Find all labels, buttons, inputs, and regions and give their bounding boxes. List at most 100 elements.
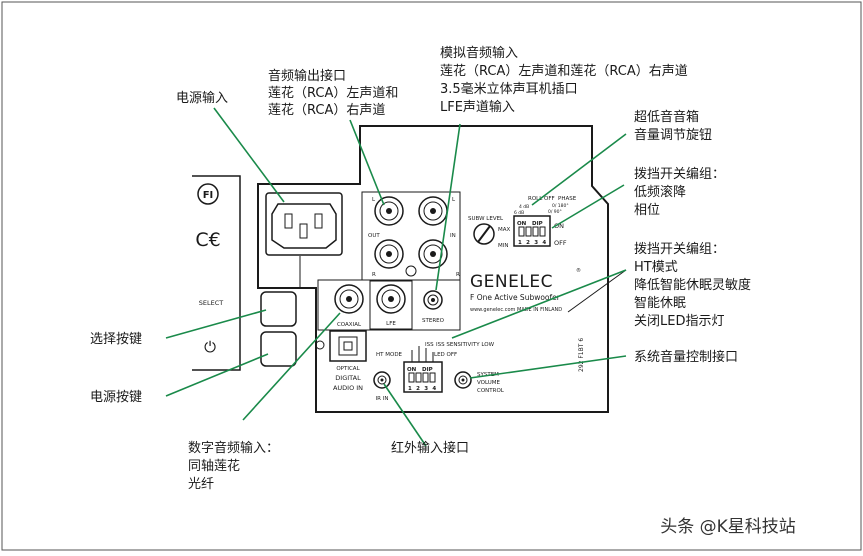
dip2-leader-ticks [411,346,434,362]
brand-registered-mark: ® [576,267,581,274]
rca-out-left[interactable] [374,196,404,226]
roll-off-label: ROLL OFF [528,196,555,202]
serial-number: 292 F1BT 6 [578,338,585,372]
callout-analog-input-1: 模拟音频输入 [440,45,518,61]
subwoofer-level-knob[interactable] [473,223,495,245]
leader-ir-input [383,383,427,447]
rca-out-right[interactable] [374,239,404,269]
callout-audio-output-1: 音频输出接口 [268,68,346,84]
leader-power-button [165,353,269,397]
callout-audio-output-3: 莲花（RCA）右声道 [268,102,385,118]
callout-system-control: 系统音量控制接口 [634,349,738,365]
optical-indicator [315,340,325,350]
callout-power-button: 电源按键 [90,390,142,405]
fi-mark-ring [197,183,219,205]
callout-analog-input-4: LFE声道输入 [440,99,515,115]
callout-ir-input: 红外输入接口 [391,440,469,456]
rca-in-l-label: L [452,197,456,203]
callout-subwoofer-level-1: 超低音音箱 [634,109,699,125]
stereo-label: STEREO [422,318,445,324]
ce-mark: C€ [195,229,220,251]
leader-analog-input [435,123,461,291]
leader-dip-bank-2-tick [567,269,627,313]
callout-dip-bank-2-4: 智能休眠 [634,296,686,311]
select-button[interactable] [260,291,297,327]
system-volume-label-2: VOLUME [477,380,501,386]
roll-off-value-2: 6 dB [514,210,524,216]
select-label: SELECT [199,299,223,307]
optical-port[interactable] [338,336,358,356]
leader-digital-input [242,312,341,421]
rca-in-label: IN [450,233,456,239]
callout-dip-bank-1-2: 低频滚降 [634,184,686,200]
dip2-numbers: 1 2 3 4 [408,386,437,392]
led-off-label: LED OFF [434,352,457,358]
callout-dip-bank-1-1: 拨挡开关编组： [634,167,725,182]
callout-subwoofer-level-2: 音量调节旋钮 [634,127,712,143]
optical-port-shutter [343,341,353,351]
model-name: F One Active Subwoofer [470,293,561,302]
phase-value-1: 0/ 180° [552,203,569,209]
power-pin-left [284,213,293,229]
optical-label-1: OPTICAL [336,366,360,372]
ir-input-jack[interactable] [373,371,391,389]
optical-label-2: DIGITAL [335,374,361,382]
callout-digital-input-1: 数字音频输入： [188,440,279,456]
leader-select-button [165,309,267,339]
coaxial-jack[interactable] [334,284,364,314]
optical-label-3: AUDIO IN [333,384,363,392]
system-volume-jack[interactable] [454,371,472,389]
power-symbol: ⏻ [204,338,216,356]
phase-label: PHASE [558,196,577,202]
rca-group-frame [361,191,461,281]
dip1-on-side-label: ON [554,222,564,230]
iss-label: ISS [425,342,434,348]
callout-dip-bank-2-2: HT模式 [634,260,678,275]
rca-out-label: OUT [368,233,380,239]
leader-audio-output [349,119,385,206]
dip1-dip-label: DIP [532,221,543,227]
fi-mark: FI [203,190,214,201]
lfe-jack[interactable] [376,284,406,314]
iss-sensitivity-label: ISS SENSITIVITY LOW [436,342,495,348]
callout-dip-bank-2-5: 关闭LED指示灯 [634,314,724,329]
dip1-off-side-label: OFF [554,239,567,247]
callout-digital-input-3: 光纤 [188,477,214,492]
subw-level-label: SUBW LEVEL [468,216,504,222]
lfe-frame [369,280,413,330]
dip2-dip-label: DIP [422,367,433,373]
coaxial-label: COAXIAL [337,322,362,328]
lfe-label: LFE [386,321,396,327]
callout-dip-bank-2-3: 降低智能休眠灵敏度 [634,277,751,293]
callout-power-input: 电源输入 [176,90,228,106]
max-label: MAX [498,227,511,233]
callout-analog-input-2: 莲花（RCA）左声道和莲花（RCA）右声道 [440,63,688,79]
roll-off-value-1: 4 dB [519,204,529,210]
rear-panel [257,125,609,413]
dip-switch-bank-1[interactable] [513,215,551,247]
power-pin-ground [299,223,308,239]
min-label: MIN [498,243,508,249]
side-panel-frame [192,175,241,371]
status-led [405,265,417,277]
power-pin-right [314,213,323,229]
callout-select-button: 选择按键 [90,332,142,347]
dip2-on-label: ON [407,367,417,373]
leader-system-control [469,355,627,379]
system-volume-label-3: CONTROL [477,388,505,394]
rca-out-l-label: L [372,197,376,203]
callout-digital-input-2: 同轴莲花 [188,458,240,474]
callout-audio-output-2: 莲花（RCA）左声道和 [268,85,398,101]
rca-out-r-label: R [372,272,376,278]
leader-subwoofer-level [531,133,627,206]
power-inlet [271,203,337,249]
stereo-jack[interactable] [423,290,443,310]
dip-switch-bank-2[interactable] [403,361,443,393]
phase-value-2: 0/ 90° [548,209,562,215]
power-button[interactable] [260,331,297,367]
dip1-numbers: 1 2 3 4 [518,240,547,246]
watermark: 头条 @K星科技站 [660,517,796,537]
